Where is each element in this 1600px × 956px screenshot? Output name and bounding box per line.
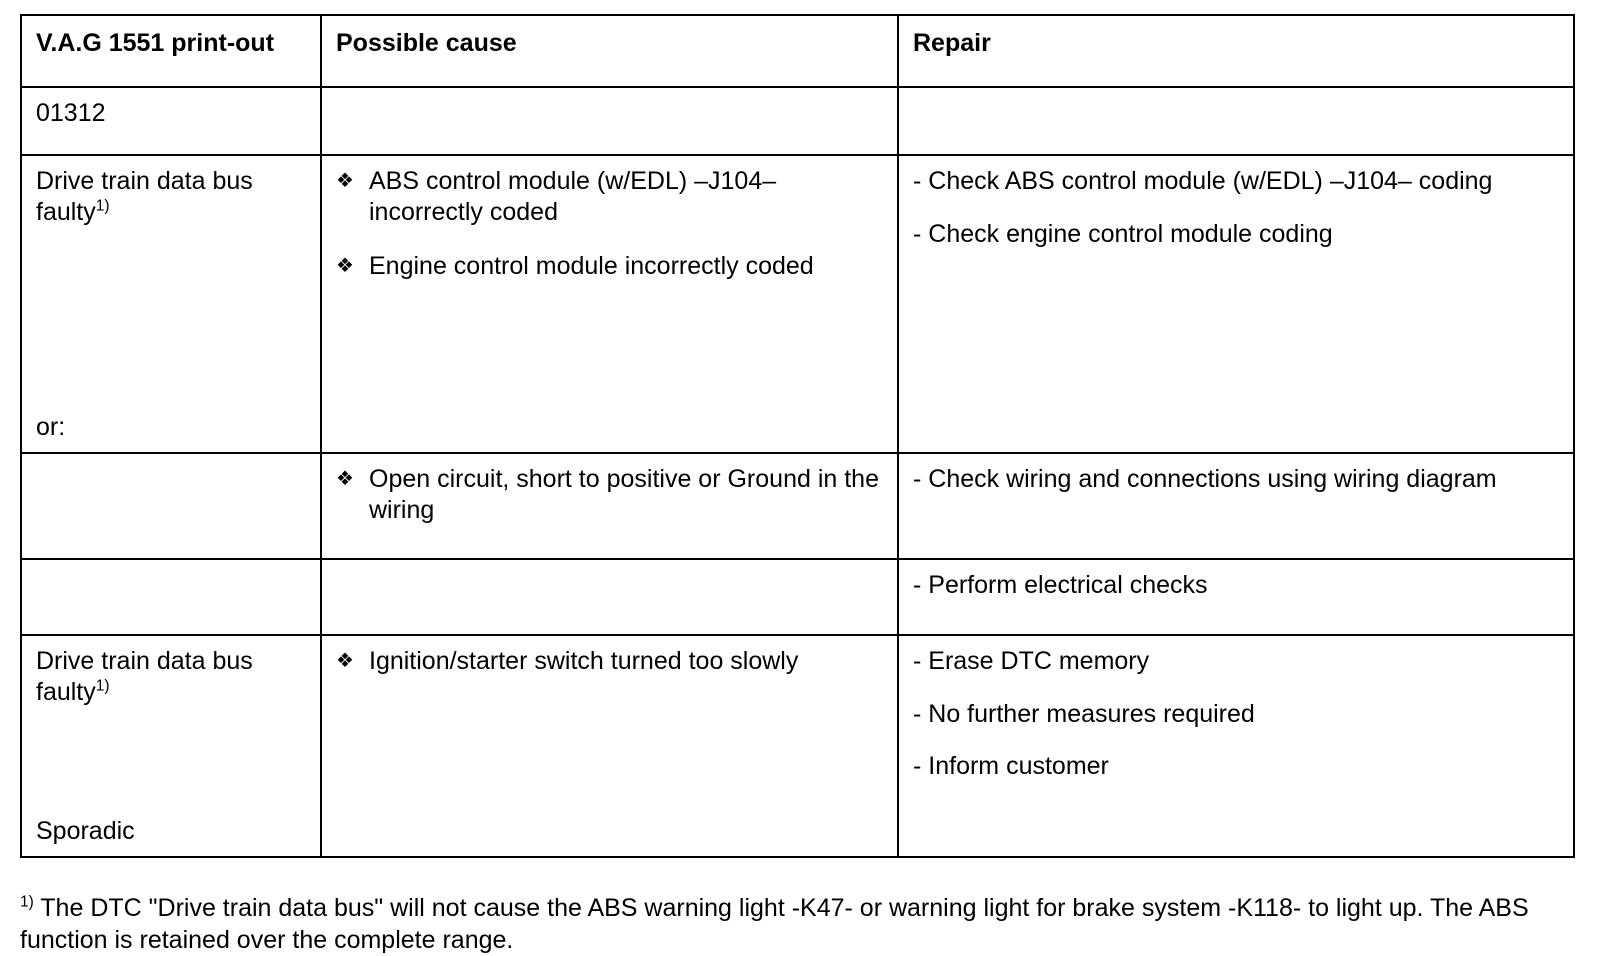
- document-page: V.A.G 1551 print-out Possible cause Repa…: [20, 14, 1575, 954]
- cause-list-wiring: ❖ Open circuit, short to positive or Gro…: [336, 464, 885, 525]
- cell-cause-sporadic: ❖ Ignition/starter switch turned too slo…: [320, 634, 899, 858]
- list-item: - Check ABS control module (w/EDL) –J104…: [913, 167, 1493, 195]
- cause-list-coding: ❖ ABS control module (w/EDL) –J104– inco…: [336, 166, 885, 282]
- dtc-fault-table: V.A.G 1551 print-out Possible cause Repa…: [20, 14, 1575, 858]
- list-item: - No further measures required: [913, 699, 1255, 728]
- list-item: - Inform customer: [913, 752, 1109, 780]
- diamond-bullet-icon: ❖: [336, 467, 354, 490]
- cause-list-sporadic: ❖ Ignition/starter switch turned too slo…: [336, 646, 885, 677]
- table-row-sporadic: Drive train data bus faulty1) Sporadic ❖…: [20, 634, 1575, 858]
- footnote-reference: 1): [95, 677, 110, 695]
- footnote-marker: 1): [20, 893, 34, 911]
- cell-repair-wiring: - Check wiring and connections using wir…: [897, 452, 1575, 560]
- footnote-text: The DTC "Drive train data bus" will not …: [20, 894, 1529, 954]
- list-item: - Perform electrical checks: [913, 571, 1208, 599]
- printout-sporadic-label: Sporadic: [36, 816, 135, 845]
- list-item: - Check engine control module coding: [913, 219, 1333, 248]
- table-row-dtc-code: 01312: [20, 86, 1575, 156]
- cell-repair-electrical: - Perform electrical checks: [897, 558, 1575, 636]
- table-row-coding: Drive train data bus faulty1) or: ❖ ABS …: [20, 154, 1575, 454]
- printout-text: Drive train data bus faulty: [36, 167, 253, 226]
- cell-repair-sporadic: - Erase DTC memory - No further measures…: [897, 634, 1575, 858]
- list-item: ❖ ABS control module (w/EDL) –J104– inco…: [336, 166, 885, 227]
- list-item: ❖ Engine control module incorrectly code…: [336, 251, 885, 282]
- table-header-row: V.A.G 1551 print-out Possible cause Repa…: [20, 14, 1575, 88]
- column-header-printout: V.A.G 1551 print-out: [20, 14, 322, 88]
- printout-text: Drive train data bus faulty: [36, 647, 253, 706]
- cell-repair-coding: - Check ABS control module (w/EDL) –J104…: [897, 154, 1575, 454]
- cell-cause-coding: ❖ ABS control module (w/EDL) –J104– inco…: [320, 154, 899, 454]
- table-body: 01312 Drive train data bus faulty1) or:: [20, 86, 1575, 858]
- table-row-electrical: - Perform electrical checks: [20, 558, 1575, 636]
- dtc-code-value: 01312: [36, 99, 106, 127]
- table-row-wiring: ❖ Open circuit, short to positive or Gro…: [20, 452, 1575, 560]
- cause-text: Open circuit, short to positive or Groun…: [369, 465, 879, 524]
- repair-list-electrical: - Perform electrical checks: [913, 570, 1561, 601]
- cell-cause-electrical: [320, 558, 899, 636]
- cell-cause-wiring: ❖ Open circuit, short to positive or Gro…: [320, 452, 899, 560]
- table-head: V.A.G 1551 print-out Possible cause Repa…: [20, 14, 1575, 88]
- list-item: - Check wiring and connections using wir…: [913, 465, 1497, 493]
- repair-list-sporadic: - Erase DTC memory - No further measures…: [913, 646, 1561, 782]
- cause-text: Ignition/starter switch turned too slowl…: [369, 647, 799, 675]
- list-item: ❖ Open circuit, short to positive or Gro…: [336, 464, 885, 525]
- cell-printout-coding: Drive train data bus faulty1) or:: [20, 154, 322, 454]
- list-item: ❖ Ignition/starter switch turned too slo…: [336, 646, 885, 677]
- footnote-reference: 1): [95, 197, 110, 215]
- cell-repair-empty: [897, 86, 1575, 156]
- repair-list-wiring: - Check wiring and connections using wir…: [913, 464, 1561, 495]
- cell-printout-wiring: [20, 452, 322, 560]
- diamond-bullet-icon: ❖: [336, 254, 354, 277]
- printout-or-label: or:: [36, 412, 66, 441]
- column-header-repair: Repair: [897, 14, 1575, 88]
- cause-text: Engine control module incorrectly coded: [369, 252, 814, 280]
- printout-label-sporadic: Drive train data bus faulty1): [36, 646, 308, 707]
- diamond-bullet-icon: ❖: [336, 649, 354, 672]
- cell-printout-code: 01312: [20, 86, 322, 156]
- list-item: - Erase DTC memory: [913, 647, 1150, 675]
- cause-text: ABS control module (w/EDL) –J104– incorr…: [369, 167, 777, 226]
- cell-printout-sporadic: Drive train data bus faulty1) Sporadic: [20, 634, 322, 858]
- column-header-possible-cause: Possible cause: [320, 14, 899, 88]
- cell-printout-electrical: [20, 558, 322, 636]
- diamond-bullet-icon: ❖: [336, 169, 354, 192]
- repair-list-coding: - Check ABS control module (w/EDL) –J104…: [913, 166, 1561, 249]
- cell-cause-empty: [320, 86, 899, 156]
- printout-label-coding: Drive train data bus faulty1): [36, 166, 308, 227]
